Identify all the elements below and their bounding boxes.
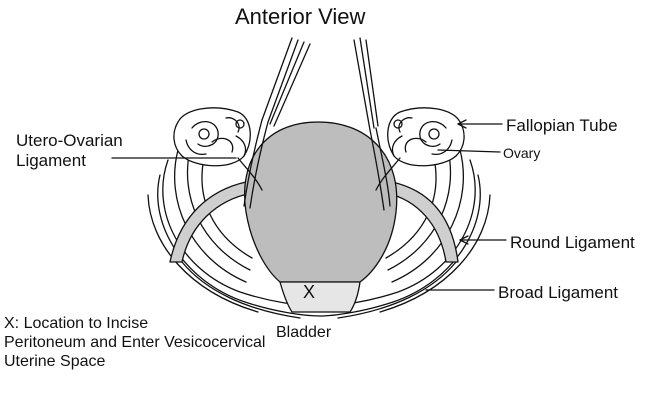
incision-note-line-3: Uterine Space <box>4 352 384 371</box>
uterus <box>245 122 397 282</box>
incision-note: X: Location to Incise Peritoneum and Ent… <box>4 314 384 372</box>
label-utero-ovarian-ligament: Utero-Ovarian Ligament <box>16 131 123 170</box>
label-broad-ligament: Broad Ligament <box>498 283 618 303</box>
incision-note-line-1: X: Location to Incise <box>4 314 384 333</box>
label-ovary: Ovary <box>503 145 540 161</box>
label-incision-marker: X <box>303 282 315 303</box>
incision-note-line-2: Peritoneum and Enter Vesicocervical <box>4 333 384 352</box>
label-round-ligament: Round Ligament <box>510 233 635 253</box>
left-adnexa <box>174 108 250 166</box>
bladder <box>280 282 360 312</box>
label-fallopian-tube: Fallopian Tube <box>506 116 618 136</box>
diagram-title: Anterior View <box>235 4 365 29</box>
right-adnexa <box>388 108 464 166</box>
